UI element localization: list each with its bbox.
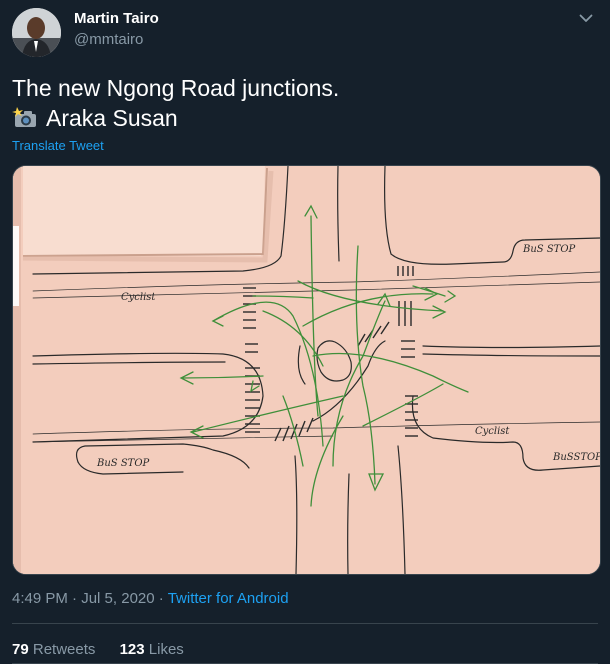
tweet-timestamp: 4:49 PM · Jul 5, 2020 · Twitter for Andr… <box>12 590 289 607</box>
photo-credit: Araka Susan <box>46 105 178 131</box>
road-outlines <box>32 166 600 574</box>
tweet-stats: 79 Retweets 123 Likes <box>12 641 204 658</box>
likes-count: 123 <box>119 641 145 658</box>
tweet-date[interactable]: Jul 5, 2020 <box>81 590 155 607</box>
divider <box>12 623 598 624</box>
tweet-text-line-2: Araka Susan <box>12 103 592 133</box>
folded-paper-corner <box>23 166 265 256</box>
author-handle[interactable]: @mmtairo <box>74 31 144 48</box>
tweet-text-line-1: The new Ngong Road junctions. <box>12 75 340 101</box>
retweets-stat[interactable]: 79 Retweets <box>12 641 100 658</box>
more-options-button[interactable] <box>576 8 596 28</box>
translate-tweet-link[interactable]: Translate Tweet <box>12 138 104 153</box>
chevron-down-icon <box>579 14 593 22</box>
tweet-source-link[interactable]: Twitter for Android <box>167 590 289 607</box>
tweet-photo[interactable]: BuS STOP Cyclist Cyclist BuS STOP BuSSTO… <box>12 165 601 575</box>
meta-separator: · <box>72 590 78 607</box>
label-cyclist-left: Cyclist <box>121 292 156 303</box>
traffic-flow-arrows <box>179 204 469 507</box>
label-bus-stop-bottom-left: BuS STOP <box>96 458 150 469</box>
meta-separator-2: · <box>158 590 164 607</box>
avatar-image <box>12 8 61 57</box>
tweet-time[interactable]: 4:49 PM <box>12 590 68 607</box>
camera-flash-icon <box>12 107 36 127</box>
label-bus-stop-bottom-right: BuSSTOP <box>552 452 600 463</box>
likes-label: Likes <box>148 641 184 658</box>
label-cyclist-right: Cyclist <box>475 426 510 437</box>
avatar[interactable] <box>12 8 61 57</box>
retweets-label: Retweets <box>32 641 96 658</box>
likes-stat[interactable]: 123 Likes <box>120 641 184 658</box>
tweet-text: The new Ngong Road junctions. Araka Susa… <box>12 73 592 133</box>
junction-sketch: BuS STOP Cyclist Cyclist BuS STOP BuSSTO… <box>13 166 600 574</box>
label-bus-stop-top-right: BuS STOP <box>522 244 576 255</box>
retweets-count: 79 <box>12 641 29 658</box>
author-name[interactable]: Martin Tairo <box>74 10 159 27</box>
